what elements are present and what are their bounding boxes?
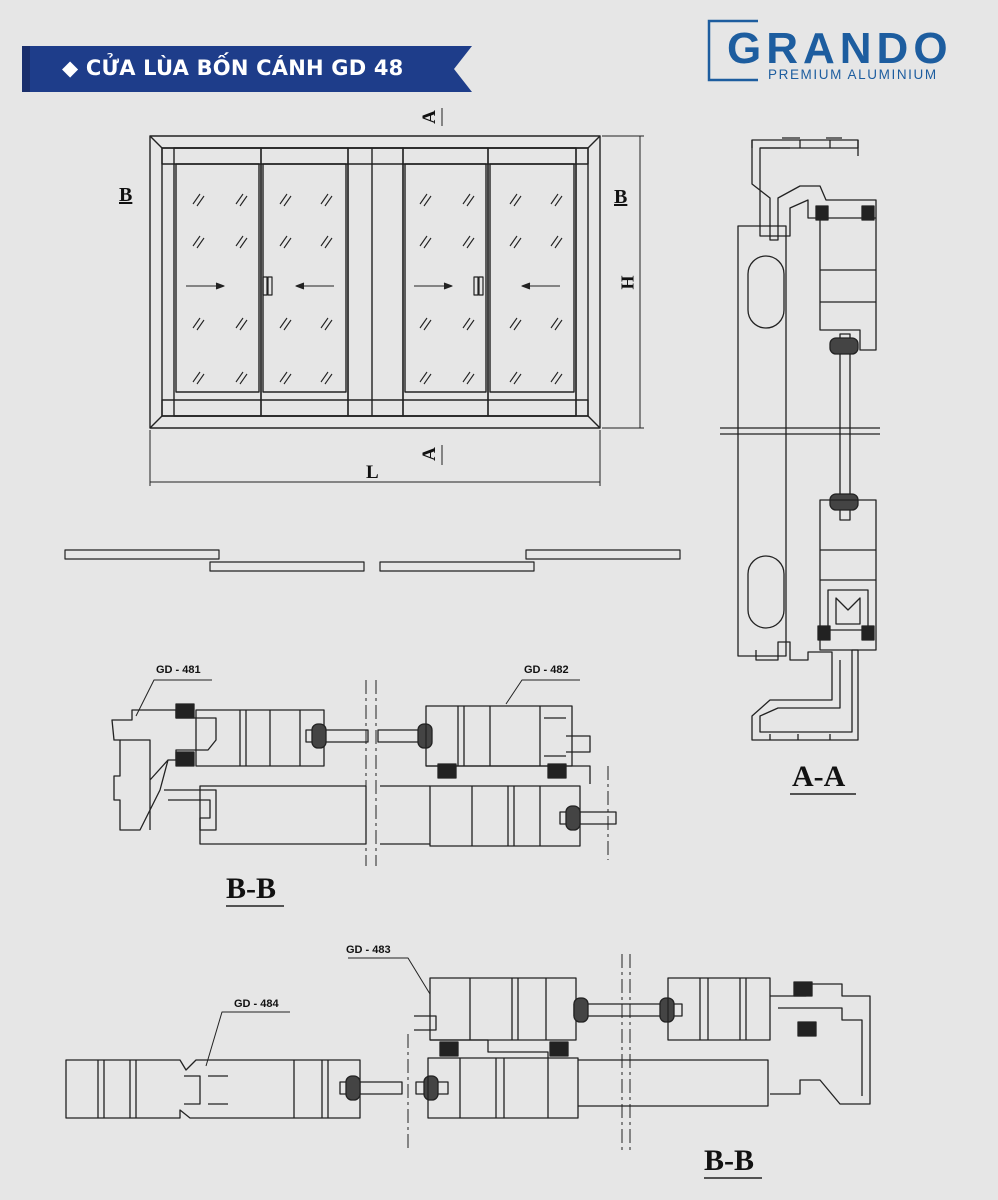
page-title: ◆ CỬA LÙA BỐN CÁNH GD 48 bbox=[62, 56, 404, 80]
section-bb-top-title: B-B bbox=[226, 872, 277, 905]
brand-name: GRANDO bbox=[727, 24, 953, 73]
brand-logo-frame bbox=[707, 19, 758, 82]
sash-plan-diagram bbox=[64, 549, 681, 572]
sash-4 bbox=[487, 147, 577, 417]
sash-2 bbox=[260, 147, 349, 417]
cut-b-right-label: B bbox=[614, 186, 628, 208]
title-banner bbox=[22, 46, 472, 92]
section-b-b-top-drawing bbox=[111, 679, 617, 866]
cut-a-top-label: A bbox=[418, 110, 440, 124]
profile-gd484-label: GD - 484 bbox=[234, 998, 279, 1010]
sash-1 bbox=[173, 147, 262, 417]
cut-a-bottom-label: A bbox=[418, 447, 440, 461]
profile-gd481-label: GD - 481 bbox=[156, 664, 201, 676]
section-aa-title: A-A bbox=[792, 760, 846, 793]
glass-hatching bbox=[192, 193, 563, 385]
profile-gd482-label: GD - 482 bbox=[524, 664, 569, 676]
profile-gd483-label: GD - 483 bbox=[346, 944, 391, 956]
height-dimension-label: H bbox=[617, 275, 638, 290]
window-elevation bbox=[149, 108, 644, 486]
cut-b-left-label: B bbox=[119, 184, 133, 206]
dimension-lines bbox=[149, 108, 644, 486]
sash-3 bbox=[402, 147, 489, 417]
length-dimension-label: L bbox=[366, 462, 379, 483]
sliding-direction-arrows bbox=[186, 282, 560, 290]
section-b-b-bottom-drawing bbox=[65, 954, 871, 1150]
handles bbox=[262, 276, 484, 296]
section-a-a-drawing bbox=[720, 137, 880, 741]
section-bb-bottom-title: B-B bbox=[704, 1144, 755, 1177]
brand-tagline: PREMIUM ALUMINIUM bbox=[768, 67, 938, 82]
